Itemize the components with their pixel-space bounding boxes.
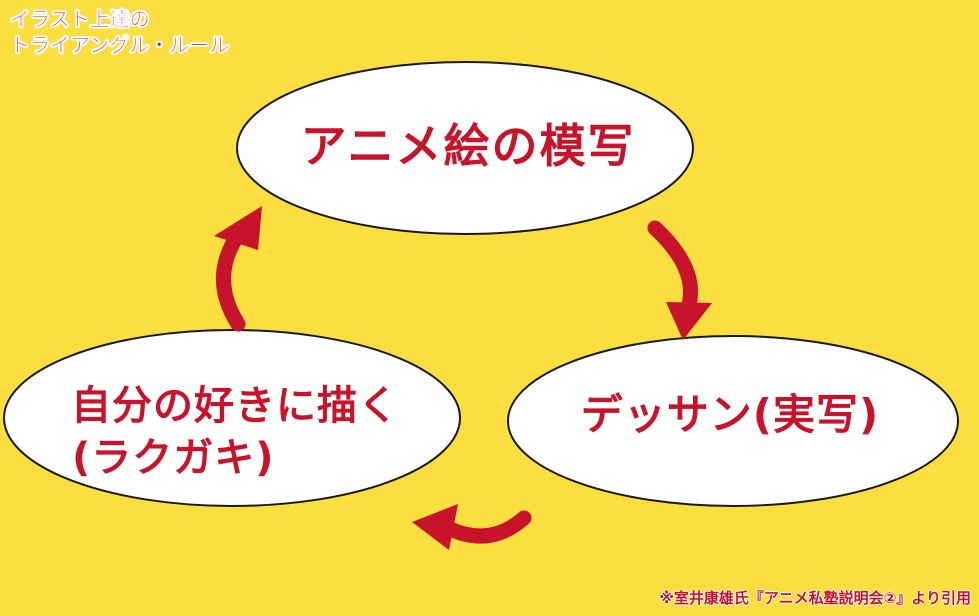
- title-line-2: トライアングル・ルール: [10, 33, 230, 57]
- node-right-ellipse: [507, 335, 959, 507]
- node-left-ellipse: [3, 329, 461, 507]
- title-line-1: イラスト上達の: [10, 7, 150, 31]
- arrow-right-to-left: [412, 504, 532, 550]
- node-left-label-line-1: 自分の好きに描く: [71, 383, 399, 429]
- node-top-label: アニメ絵の模写: [300, 119, 636, 173]
- node-top-ellipse: [236, 61, 694, 235]
- arrow-left-to-top: [214, 206, 262, 332]
- node-right-label: デッサン(実写): [580, 390, 880, 439]
- node-left-label: 自分の好きに描く (ラクガキ): [10, 380, 460, 484]
- arrow-top-to-right: [647, 220, 712, 340]
- diagram-title: イラスト上達の トライアングル・ルール: [10, 6, 230, 58]
- source-credit: ※室井康雄氏『アニメ私塾説明会②』より引用: [659, 589, 971, 607]
- node-left-label-line-2: (ラクガキ): [72, 435, 275, 481]
